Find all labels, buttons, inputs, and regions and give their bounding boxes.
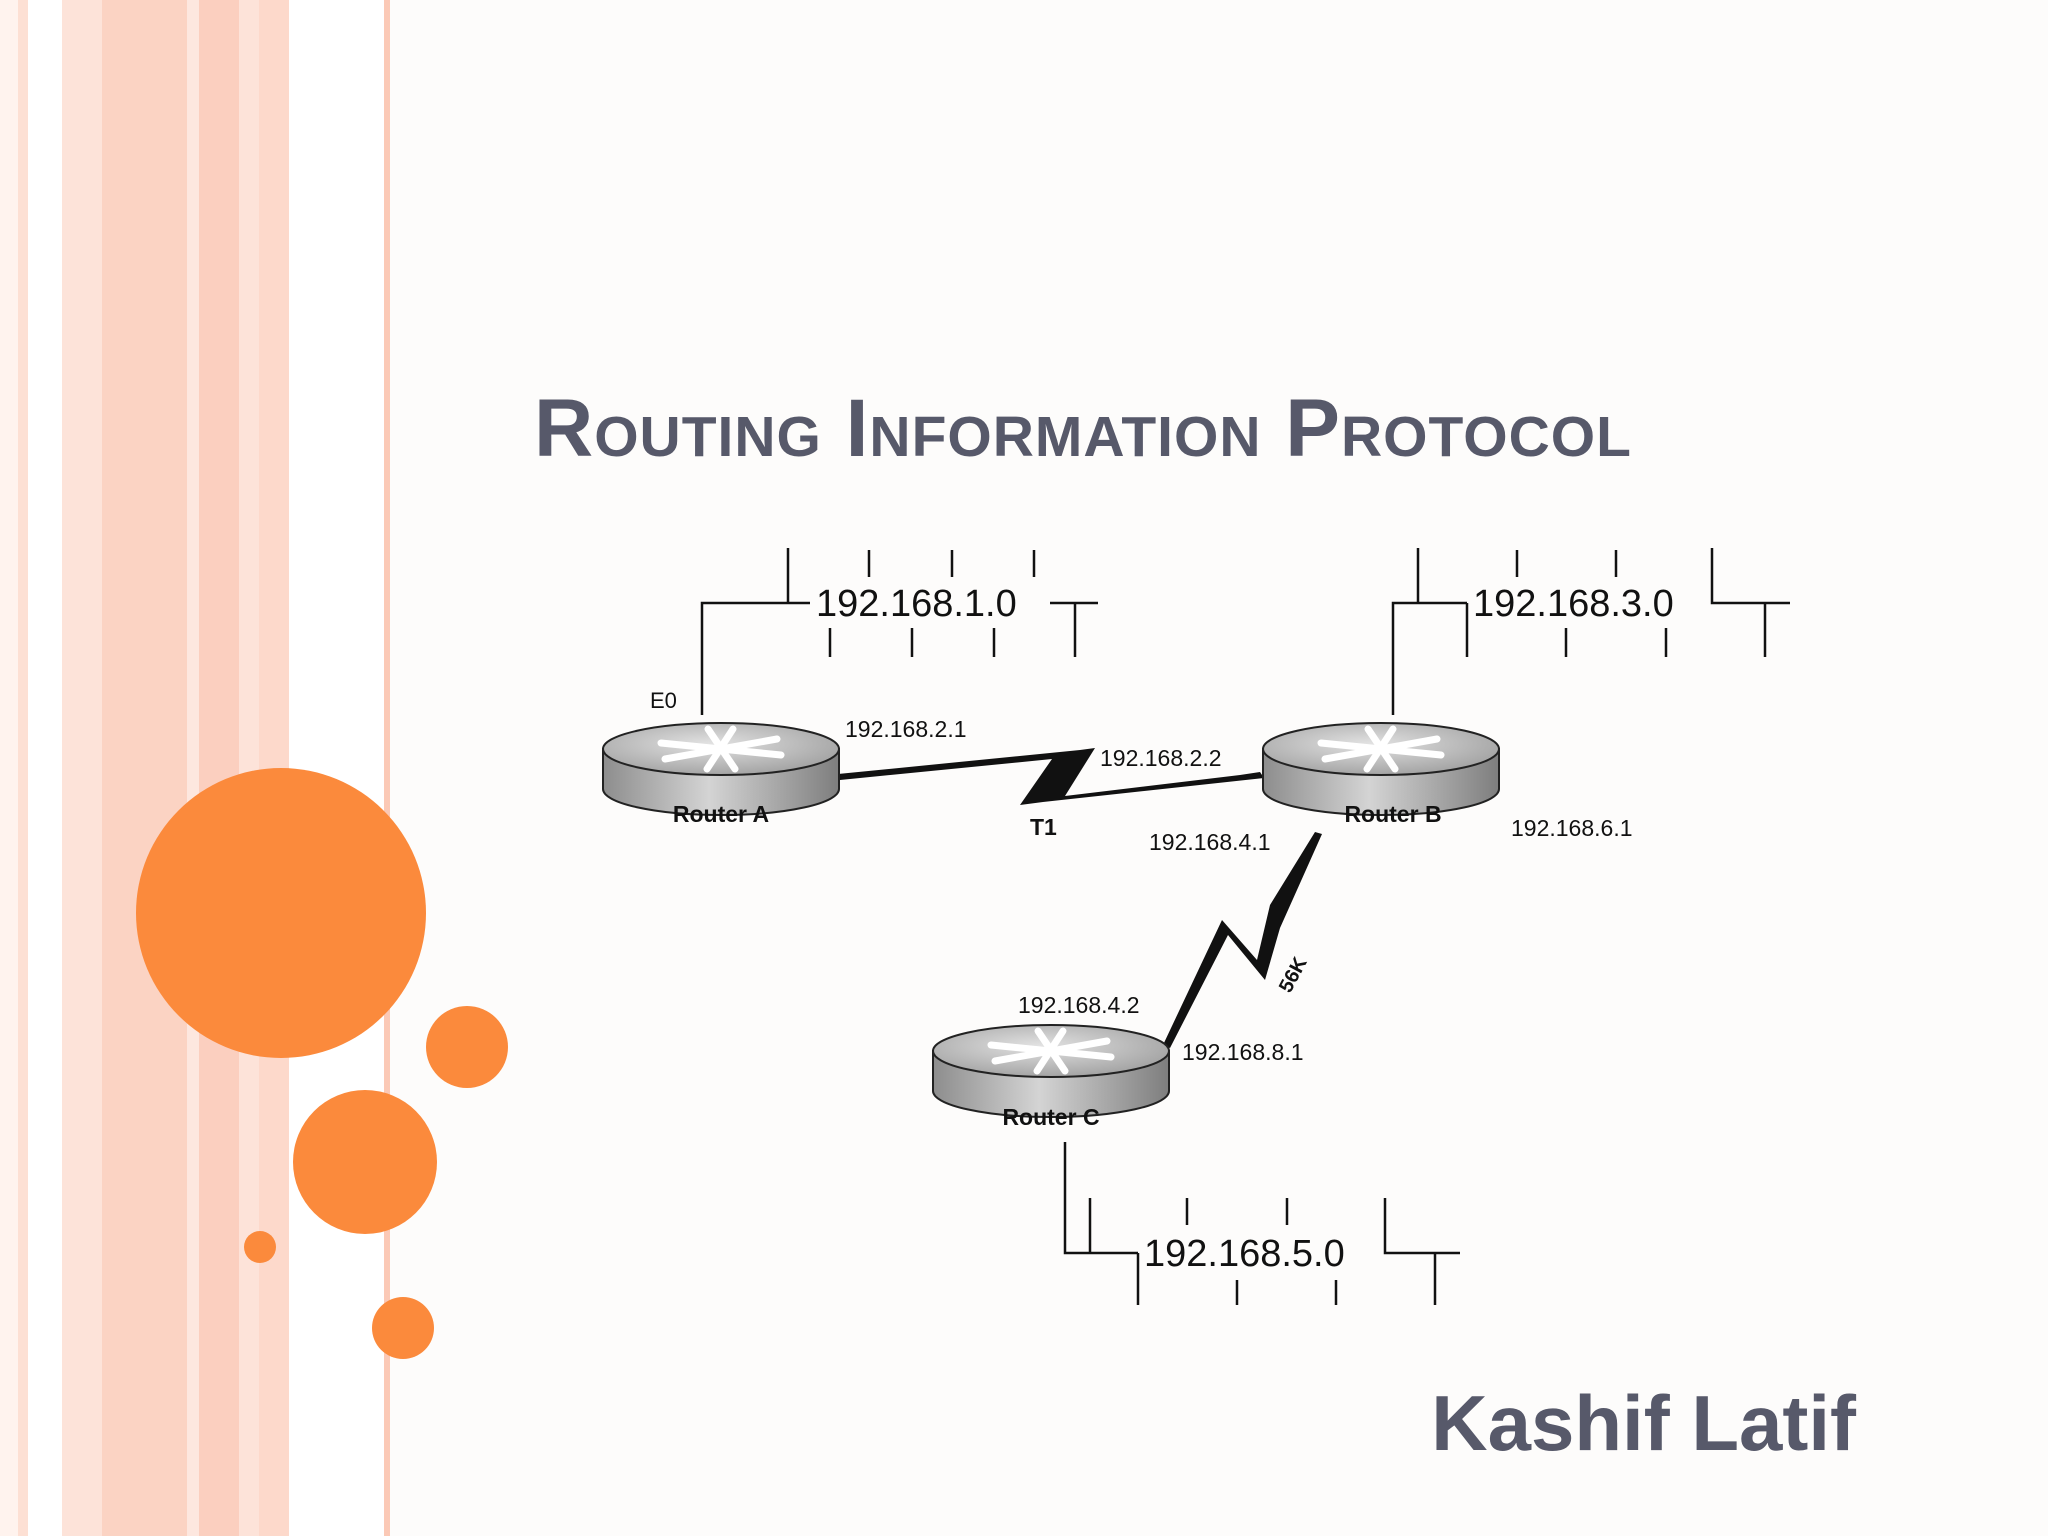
slide-title: Routing Information Protocol [534,383,1632,474]
router-b-lan-link [1391,601,1467,715]
network-lines [700,548,1790,1305]
interface-label-c-right: 192.168.8.1 [1182,1039,1304,1065]
decorative-circle [426,1006,508,1088]
router-arrows-icon [657,725,785,773]
router-a [602,722,840,816]
decorative-stripes [0,0,400,1536]
router-c-label: Router C [1002,1104,1099,1130]
router-c [932,1024,1170,1118]
link-label-56k: 56K [1275,953,1312,996]
router-b [1262,722,1500,816]
link-label-t1: T1 [1030,814,1057,840]
router-arrows-icon [987,1027,1115,1075]
router-b-label: Router B [1344,801,1441,827]
serial-link-56k [1163,832,1322,1048]
interface-label-c-serial: 192.168.4.2 [1018,992,1140,1018]
serial-link-t1 [838,748,1264,805]
decorative-circle [293,1090,437,1234]
network-diagram: Router A Router B Router C 192.168.1.0 1… [602,548,1790,1305]
interface-label-a-serial: 192.168.2.1 [845,716,967,742]
network-label-1: 192.168.1.0 [816,583,1017,625]
decorative-circle [372,1297,434,1359]
router-c-lan-link [1063,1142,1138,1255]
decorative-circle [244,1231,276,1263]
interface-label-b-serial-ab: 192.168.2.2 [1100,745,1222,771]
router-a-e0-link [700,601,786,715]
slide-author: Kashif Latif [1431,1379,1856,1467]
interface-label-b-serial-bc: 192.168.4.1 [1149,829,1271,855]
interface-label-e0: E0 [650,688,677,713]
interface-label-b-right: 192.168.6.1 [1511,815,1633,841]
router-a-label: Router A [673,801,769,827]
network-label-5: 192.168.5.0 [1144,1233,1345,1275]
network-label-3: 192.168.3.0 [1473,583,1674,625]
router-arrows-icon [1317,725,1445,773]
decorative-circle-large [136,768,426,1058]
